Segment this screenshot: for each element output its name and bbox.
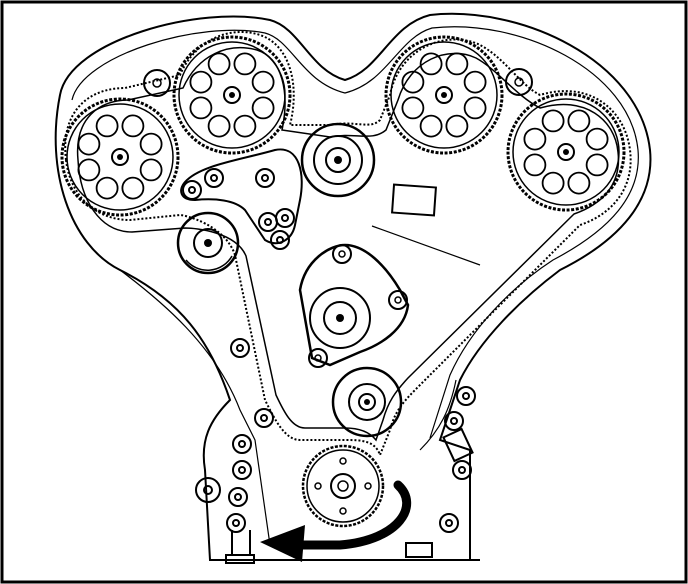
sprocket-rim [512, 98, 620, 206]
sprocket-lightening-hole [251, 96, 275, 120]
sprocket-lightening-hole [251, 70, 275, 94]
sprocket-teeth [60, 97, 180, 217]
rotation-arrow [260, 480, 412, 562]
crankshaft-sprocket [301, 444, 385, 528]
sprocket-lightening-hole [95, 114, 119, 138]
sprocket-lightening-hole [567, 171, 591, 195]
sprocket-lightening-hole [541, 171, 565, 195]
sprocket-lightening-hole [463, 70, 487, 94]
sprocket-bolt [117, 154, 123, 160]
tensioner-pulley [331, 366, 403, 438]
sprocket-lightening-hole [77, 158, 101, 182]
sprocket-lightening-hole [207, 114, 231, 138]
sprocket-bolt [563, 149, 569, 155]
bolt-boss [505, 68, 533, 96]
sprocket-teeth [172, 35, 292, 155]
upper-idler-pulley [300, 122, 376, 198]
sprocket-rim [66, 103, 174, 211]
bolt-stud [231, 530, 251, 556]
cover-plate [391, 183, 437, 217]
sprocket-lightening-hole [233, 52, 257, 76]
sprocket-lightening-hole [121, 114, 145, 138]
right-rear-camshaft-sprocket [506, 92, 626, 212]
bolt-hole [152, 78, 162, 88]
sprocket-lightening-hole [401, 96, 425, 120]
belt-guide-line [371, 225, 481, 266]
inner-timing-cover [71, 26, 639, 439]
lower-right-bolts [439, 386, 476, 533]
bolt-boss [143, 69, 171, 97]
sprocket-lightening-hole [77, 132, 101, 156]
sprocket-hub [111, 148, 129, 166]
drain-boss [405, 542, 433, 558]
sprocket-lightening-hole [233, 114, 257, 138]
sprocket-lightening-hole [139, 132, 163, 156]
sprocket-hub [223, 86, 241, 104]
water-pump-pulley [298, 243, 410, 368]
left-rear-camshaft-sprocket [60, 97, 180, 217]
sprocket-hub [557, 143, 575, 161]
sprocket-lightening-hole [445, 114, 469, 138]
central-bracket [180, 148, 303, 245]
sprocket-lightening-hole [419, 114, 443, 138]
outer-timing-cover [54, 12, 652, 561]
sprocket-lightening-hole [567, 109, 591, 133]
sprocket-lightening-hole [541, 109, 565, 133]
sprocket-lightening-hole [585, 127, 609, 151]
bracket-bolts [182, 168, 295, 250]
sensor-block [442, 427, 474, 463]
sprocket-lightening-hole [463, 96, 487, 120]
sprocket-hub [435, 86, 453, 104]
sprocket-bolt [441, 92, 447, 98]
sprocket-lightening-hole [523, 127, 547, 151]
sprocket-bolt [229, 92, 235, 98]
belt-guide-line [419, 379, 457, 451]
sprocket-rim [178, 41, 286, 149]
sprocket-lightening-hole [95, 176, 119, 200]
left-idler-pulley [176, 211, 240, 275]
sprocket-lightening-hole [189, 96, 213, 120]
sprocket-lightening-hole [419, 52, 443, 76]
sprocket-lightening-hole [445, 52, 469, 76]
sprocket-lightening-hole [401, 70, 425, 94]
sprocket-lightening-hole [207, 52, 231, 76]
sprocket-lightening-hole [121, 176, 145, 200]
bolt-hole [514, 77, 524, 87]
sprocket-rim [390, 41, 498, 149]
left-front-camshaft-sprocket [172, 35, 292, 155]
right-front-camshaft-sprocket [384, 35, 504, 155]
sprocket-lightening-hole [523, 153, 547, 177]
sprocket-teeth [384, 35, 504, 155]
lower-cover-left-edge [119, 269, 271, 546]
sprocket-lightening-hole [139, 158, 163, 182]
sprocket-teeth [506, 92, 626, 212]
sprocket-lightening-hole [189, 70, 213, 94]
sprocket-lightening-hole [585, 153, 609, 177]
lower-left-bolts [195, 338, 274, 533]
timing-belt-inner [76, 46, 620, 442]
